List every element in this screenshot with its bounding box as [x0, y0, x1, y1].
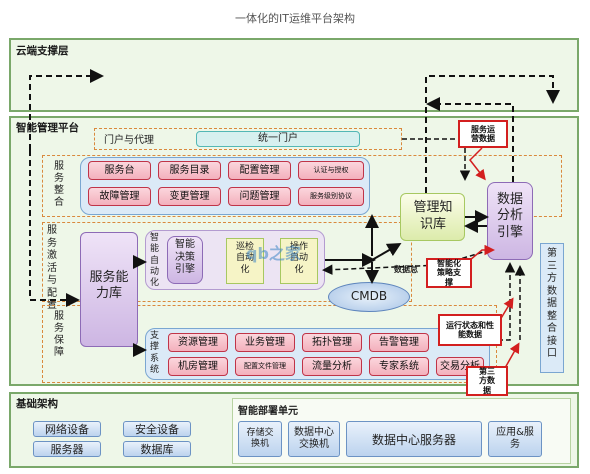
- incident-mgmt: 故障管理: [88, 187, 151, 206]
- third-callout-pointer: [504, 342, 520, 369]
- callout-ops: 服务运营数据: [458, 120, 508, 148]
- cloud-flow-left: [29, 69, 104, 150]
- cloud-flow-right: [425, 75, 560, 193]
- config-mgmt: 配置管理: [228, 161, 291, 180]
- traffic-analysis: 流量分析: [302, 357, 362, 376]
- third-party-interface: [540, 243, 564, 373]
- alarm-mgmt: 告警管理: [369, 333, 429, 352]
- strategy-callout-pointer: [469, 244, 495, 261]
- dc-switch: 数据中心交换机: [288, 421, 340, 457]
- topology-mgmt: 拓扑管理: [302, 333, 362, 352]
- to-capability: [29, 150, 80, 307]
- capability-library-label: 服务能力库: [89, 270, 129, 302]
- knowledge-base-label: 管理知识库: [413, 200, 453, 232]
- integration-box: [42, 155, 562, 217]
- diagram-title: 一体化的IT运维平台架构: [235, 12, 355, 25]
- inspect-auto-label: 巡检自动化: [235, 242, 254, 275]
- service-catalog: 服务目录: [158, 161, 221, 180]
- problem-mgmt: 问题管理: [228, 187, 291, 206]
- support-to-analysis: [490, 262, 516, 341]
- decision-engine-label: 智能决策引擎: [175, 239, 195, 275]
- operate-auto-label: 操作自动化: [289, 242, 308, 275]
- capability-library: [80, 232, 138, 347]
- automation-label: 智能自动化: [150, 233, 160, 288]
- cloud-flow-top: [426, 97, 514, 182]
- knowledge-base: [400, 193, 465, 241]
- cmdb-to-knowledge: [371, 243, 402, 261]
- database: 数据库: [123, 441, 191, 457]
- callout-third: 第三方数据: [466, 366, 508, 396]
- config-file-mgmt: 配置文件管理: [235, 357, 295, 376]
- auth: 认证与授权: [298, 161, 364, 180]
- callout-perf: 运行状态和性能数据: [438, 314, 502, 346]
- service-desk: 服务台: [88, 161, 151, 180]
- inspect-auto: [226, 238, 264, 284]
- activation-box: [42, 222, 412, 302]
- analysis-engine-label: 数据分析引擎: [496, 192, 523, 240]
- resource-mgmt: 资源管理: [168, 333, 228, 352]
- third-party-interface-label: 第三方数据整合接口: [547, 248, 557, 359]
- expert-system: 专家系统: [369, 357, 429, 376]
- operate-auto: [280, 238, 318, 284]
- platform-layer-title: 智能管理平台: [16, 122, 79, 134]
- data-bus-label: 数据总: [394, 265, 418, 274]
- network-device: 网络设备: [33, 421, 101, 437]
- cmdb-label: CMDB: [350, 289, 388, 303]
- business-mgmt: 业务管理: [235, 333, 295, 352]
- app-service: 应用&服务: [488, 421, 542, 457]
- room-mgmt: 机房管理: [168, 357, 228, 376]
- server: 服务器: [33, 441, 101, 457]
- integration-label: 服务整合: [51, 160, 63, 208]
- decision-engine: [167, 236, 203, 284]
- infra-layer-title: 基础架构: [16, 398, 58, 410]
- portal-label: 门户与代理: [104, 135, 154, 146]
- assurance-label: 服务保障: [51, 310, 63, 358]
- portal-box: [94, 128, 402, 150]
- deploy-unit-title: 智能部署单元: [238, 406, 298, 417]
- change-mgmt: 变更管理: [158, 187, 221, 206]
- perf-callout-pointer: [499, 297, 514, 321]
- ops-callout-pointer: [469, 147, 486, 181]
- callout-strategy: 智能化策略支撑: [426, 258, 472, 288]
- sla: 服务级别协议: [298, 187, 364, 206]
- unified-portal: 统一门户: [196, 131, 360, 147]
- security-device: 安全设备: [123, 421, 191, 437]
- portal-to-analysis: [402, 138, 471, 181]
- storage-switch: 存储交换机: [238, 421, 282, 457]
- dc-server: 数据中心服务器: [346, 421, 482, 457]
- support-label: 支撑系统: [150, 331, 160, 375]
- watermark: qb之家: [246, 244, 301, 263]
- cloud-layer-title: 云端支撑层: [16, 45, 69, 57]
